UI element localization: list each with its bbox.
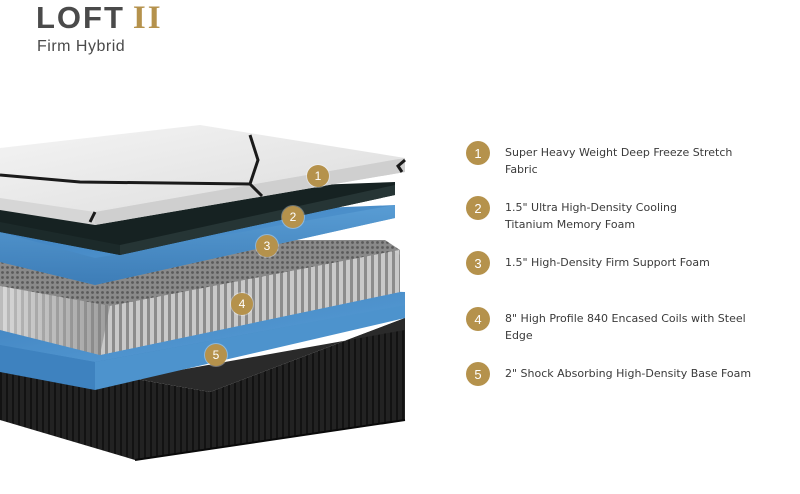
layer-marker-5: 5	[205, 344, 227, 366]
legend-label-5: 2" Shock Absorbing High-Density Base Foa…	[505, 367, 752, 380]
legend-item-1: 1 Super Heavy Weight Deep Freeze Stretch…	[466, 141, 765, 178]
legend-badge-4: 4	[466, 307, 490, 331]
layer-marker-3-number: 3	[263, 239, 271, 253]
layer-marker-1-number: 1	[314, 169, 322, 183]
legend-item-5: 5 2" Shock Absorbing High-Density Base F…	[466, 362, 765, 386]
legend-label-3: 1.5" High-Density Firm Support Foam	[505, 256, 710, 269]
legend-badge-3: 3	[466, 251, 490, 275]
layer-marker-4-number: 4	[238, 297, 246, 311]
layer-2-titanium-foam	[0, 182, 395, 255]
product-subtitle: Firm Hybrid	[37, 38, 126, 55]
layer-base-cover	[0, 318, 406, 461]
layer-marker-5-number: 5	[212, 348, 220, 362]
layer-marker-4: 4	[231, 293, 253, 315]
legend-item-3: 3 1.5" High-Density Firm Support Foam	[466, 251, 765, 275]
legend-item-2: 2 1.5" Ultra High-Density Cooling Titani…	[466, 196, 720, 233]
legend-label-2: 1.5" Ultra High-Density Cooling Titanium…	[505, 201, 678, 231]
legend-badge-1: 1	[466, 141, 490, 165]
brand-numeral: II	[132, 0, 163, 36]
layer-marker-3: 3	[256, 235, 278, 257]
legend-item-4: 4 8" High Profile 840 Encased Coils with…	[466, 307, 765, 344]
legend-label-4: 8" High Profile 840 Encased Coils with S…	[505, 312, 746, 342]
layer-marker-1: 1	[307, 165, 329, 187]
legend-label-1: Super Heavy Weight Deep Freeze Stretch F…	[505, 146, 733, 176]
brand-word: LOFT	[36, 0, 125, 35]
layer-marker-2-number: 2	[289, 210, 297, 224]
legend-badge-2: 2	[466, 196, 490, 220]
layer-marker-2: 2	[282, 206, 304, 228]
legend-badge-5: 5	[466, 362, 490, 386]
